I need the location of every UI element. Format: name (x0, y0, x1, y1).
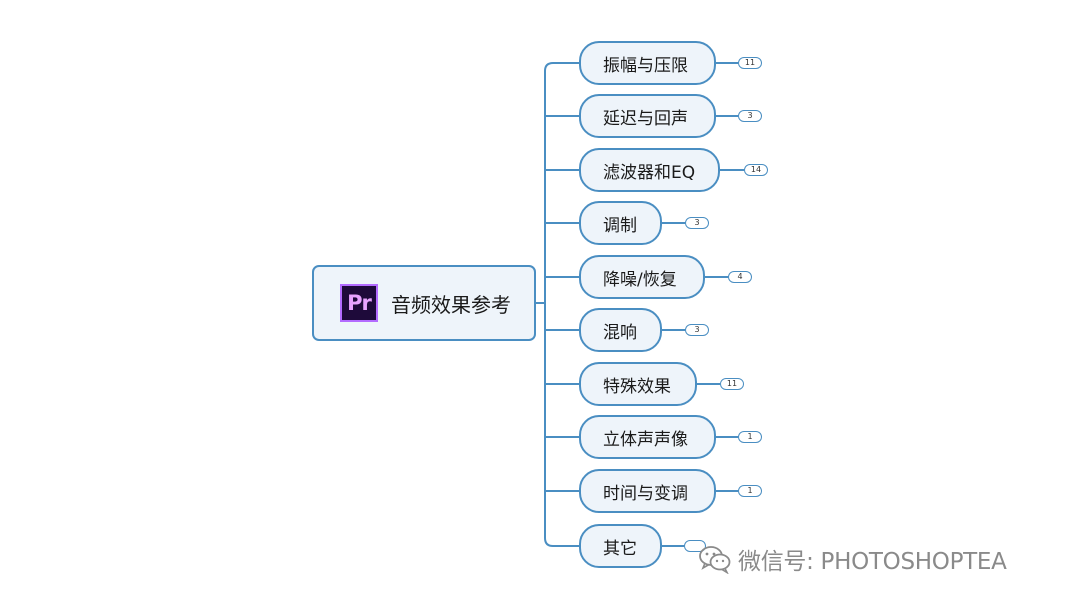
topic-delay-echo[interactable]: 延迟与回声 (579, 94, 716, 138)
premiere-pro-logo-icon: Pr (340, 284, 378, 322)
topic-modulation[interactable]: 调制 (579, 201, 662, 245)
wechat-watermark: 微信号: PHOTOSHOPTEA (698, 539, 1007, 579)
topic-label: 滤波器和EQ (603, 162, 696, 183)
count-badge[interactable]: 3 (738, 110, 762, 122)
topic-label: 其它 (603, 538, 637, 559)
root-topic-label: 音频效果参考 (391, 292, 511, 317)
topic-label: 振幅与压限 (603, 55, 688, 76)
count-badge[interactable]: 11 (720, 378, 744, 390)
topic-label: 调制 (603, 215, 637, 236)
count-badge[interactable]: 14 (744, 164, 768, 176)
topic-time-pitch[interactable]: 时间与变调 (579, 469, 716, 513)
topic-reverb[interactable]: 混响 (579, 308, 662, 352)
count-badge[interactable]: 11 (738, 57, 762, 69)
count-badge[interactable]: 1 (738, 431, 762, 443)
watermark-text: 微信号: PHOTOSHOPTEA (738, 549, 1007, 575)
topic-label: 特殊效果 (603, 376, 671, 397)
count-badge[interactable]: 3 (685, 324, 709, 336)
count-badge[interactable]: 1 (738, 485, 762, 497)
topic-amplitude-compression[interactable]: 振幅与压限 (579, 41, 716, 85)
topic-noise-reduction[interactable]: 降噪/恢复 (579, 255, 705, 299)
count-badge[interactable]: 3 (685, 217, 709, 229)
logo-text: Pr (347, 291, 372, 315)
topic-label: 混响 (603, 322, 637, 343)
topic-filter-eq[interactable]: 滤波器和EQ (579, 148, 720, 192)
root-topic[interactable]: Pr 音频效果参考 (312, 265, 536, 341)
topic-label: 立体声声像 (603, 429, 688, 450)
topic-label: 延迟与回声 (603, 108, 688, 129)
topic-label: 时间与变调 (603, 483, 688, 504)
topic-stereo-imagery[interactable]: 立体声声像 (579, 415, 716, 459)
count-badge[interactable] (684, 540, 706, 552)
wechat-icon (698, 544, 732, 575)
count-badge[interactable]: 4 (728, 271, 752, 283)
topic-label: 降噪/恢复 (603, 269, 677, 290)
topic-special-effects[interactable]: 特殊效果 (579, 362, 697, 406)
topic-other[interactable]: 其它 (579, 524, 662, 568)
